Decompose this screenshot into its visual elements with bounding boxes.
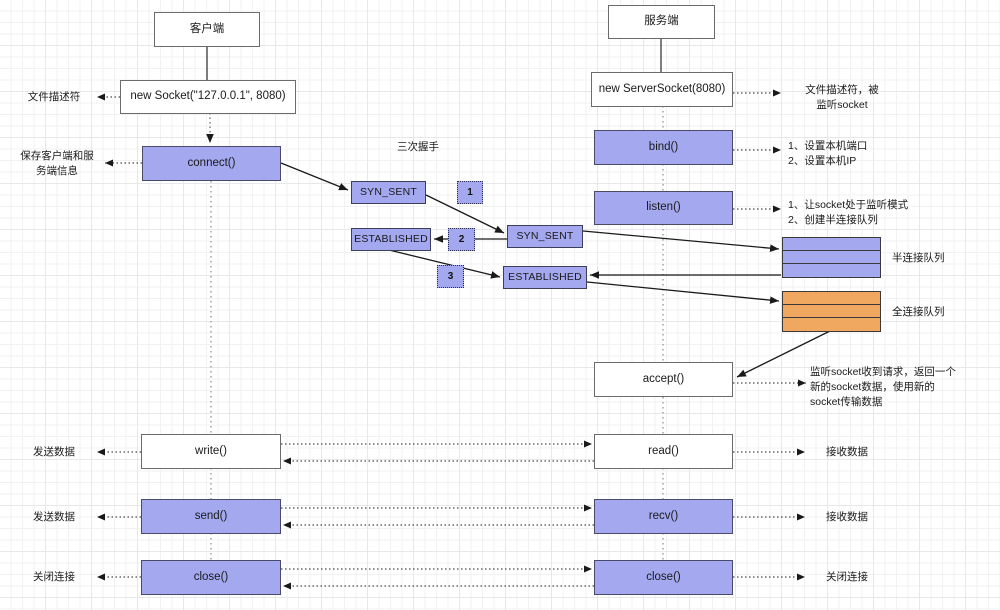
client-node-label: write() (195, 444, 227, 457)
queue-row (783, 292, 880, 305)
client-annotation-send-data-write: 发送数据 (33, 446, 75, 458)
client-node-send[interactable]: send() (141, 499, 281, 534)
state-label: ESTABLISHED (508, 271, 582, 284)
client-node-connect[interactable]: connect() (142, 146, 281, 181)
client-header-label: 客户端 (189, 22, 225, 35)
queue-row (783, 304, 880, 318)
client-node-label: close() (193, 570, 229, 583)
server-state-established[interactable]: ESTABLISHED (503, 266, 587, 289)
server-annotation-recv-data-read: 接收数据 (826, 446, 868, 458)
badge-label: 1 (467, 186, 473, 198)
server-node-label: new ServerSocket(8080) (598, 82, 726, 95)
queue-row (783, 250, 880, 264)
accept-queue-label: 全连接队列 (892, 306, 945, 318)
client-annotation-send-data-send: 发送数据 (33, 511, 75, 523)
handshake-badge-1[interactable]: 1 (457, 181, 483, 204)
client-annotation-close-connection: 关闭连接 (33, 571, 75, 583)
queue-row (783, 317, 880, 331)
server-node-new-serversocket[interactable]: new ServerSocket(8080) (591, 72, 733, 107)
server-node-label: bind() (648, 140, 679, 153)
handshake-caption: 三次握手 (397, 141, 439, 153)
server-header-box[interactable]: 服务端 (608, 5, 715, 39)
server-node-recv[interactable]: recv() (594, 499, 733, 534)
badge-label: 3 (447, 270, 454, 282)
client-state-syn-sent[interactable]: SYN_SENT (351, 181, 426, 204)
server-node-label: accept() (642, 372, 685, 385)
client-node-write[interactable]: write() (141, 434, 281, 469)
server-node-listen[interactable]: listen() (594, 191, 733, 225)
state-label: SYN_SENT (516, 230, 574, 243)
server-node-label: read() (648, 444, 679, 457)
server-node-close[interactable]: close() (594, 560, 733, 595)
server-annotation-recv-data-recv: 接收数据 (826, 511, 868, 523)
server-annotation-file-descriptor: 文件描述符，被 监听socket (805, 84, 879, 112)
client-annotation-save-info: 保存客户端和服 务端信息 (20, 150, 94, 178)
server-annotation-bind: 1、设置本机端口 2、设置本机IP (788, 140, 868, 168)
client-node-label: connect() (187, 156, 236, 169)
server-node-bind[interactable]: bind() (594, 130, 733, 165)
server-node-read[interactable]: read() (594, 434, 733, 469)
half-open-queue-label: 半连接队列 (892, 252, 945, 264)
state-label: SYN_SENT (359, 186, 418, 199)
server-state-syn-sent[interactable]: SYN_SENT (507, 225, 583, 248)
client-header-box[interactable]: 客户端 (154, 12, 260, 47)
server-node-label: recv() (648, 509, 679, 522)
server-annotation-accept: 监听socket收到请求，返回一个 新的socket数据，使用新的 socket… (810, 366, 956, 409)
server-annotation-listen: 1、让socket处于监听模式 2、创建半连接队列 (788, 199, 909, 227)
server-node-accept[interactable]: accept() (594, 362, 733, 397)
badge-label: 2 (458, 233, 465, 245)
server-node-label: listen() (646, 201, 681, 214)
handshake-badge-2[interactable]: 2 (448, 228, 475, 251)
client-node-label: send() (194, 509, 228, 522)
client-annotation-file-descriptor: 文件描述符 (27, 91, 81, 103)
client-node-close[interactable]: close() (141, 560, 281, 595)
server-header-label: 服务端 (644, 15, 679, 28)
client-node-label: new Socket("127.0.0.1", 8080) (130, 90, 286, 103)
accept-queue[interactable] (782, 291, 881, 332)
client-state-established[interactable]: ESTABLISHED (351, 228, 431, 251)
queue-row (783, 263, 880, 277)
queue-row (783, 238, 880, 251)
handshake-badge-3[interactable]: 3 (437, 265, 464, 288)
server-annotation-close-connection: 关闭连接 (826, 571, 868, 583)
client-node-new-socket[interactable]: new Socket("127.0.0.1", 8080) (120, 80, 296, 114)
half-open-queue[interactable] (782, 237, 881, 278)
server-node-label: close() (646, 570, 681, 583)
state-label: ESTABLISHED (354, 233, 428, 246)
